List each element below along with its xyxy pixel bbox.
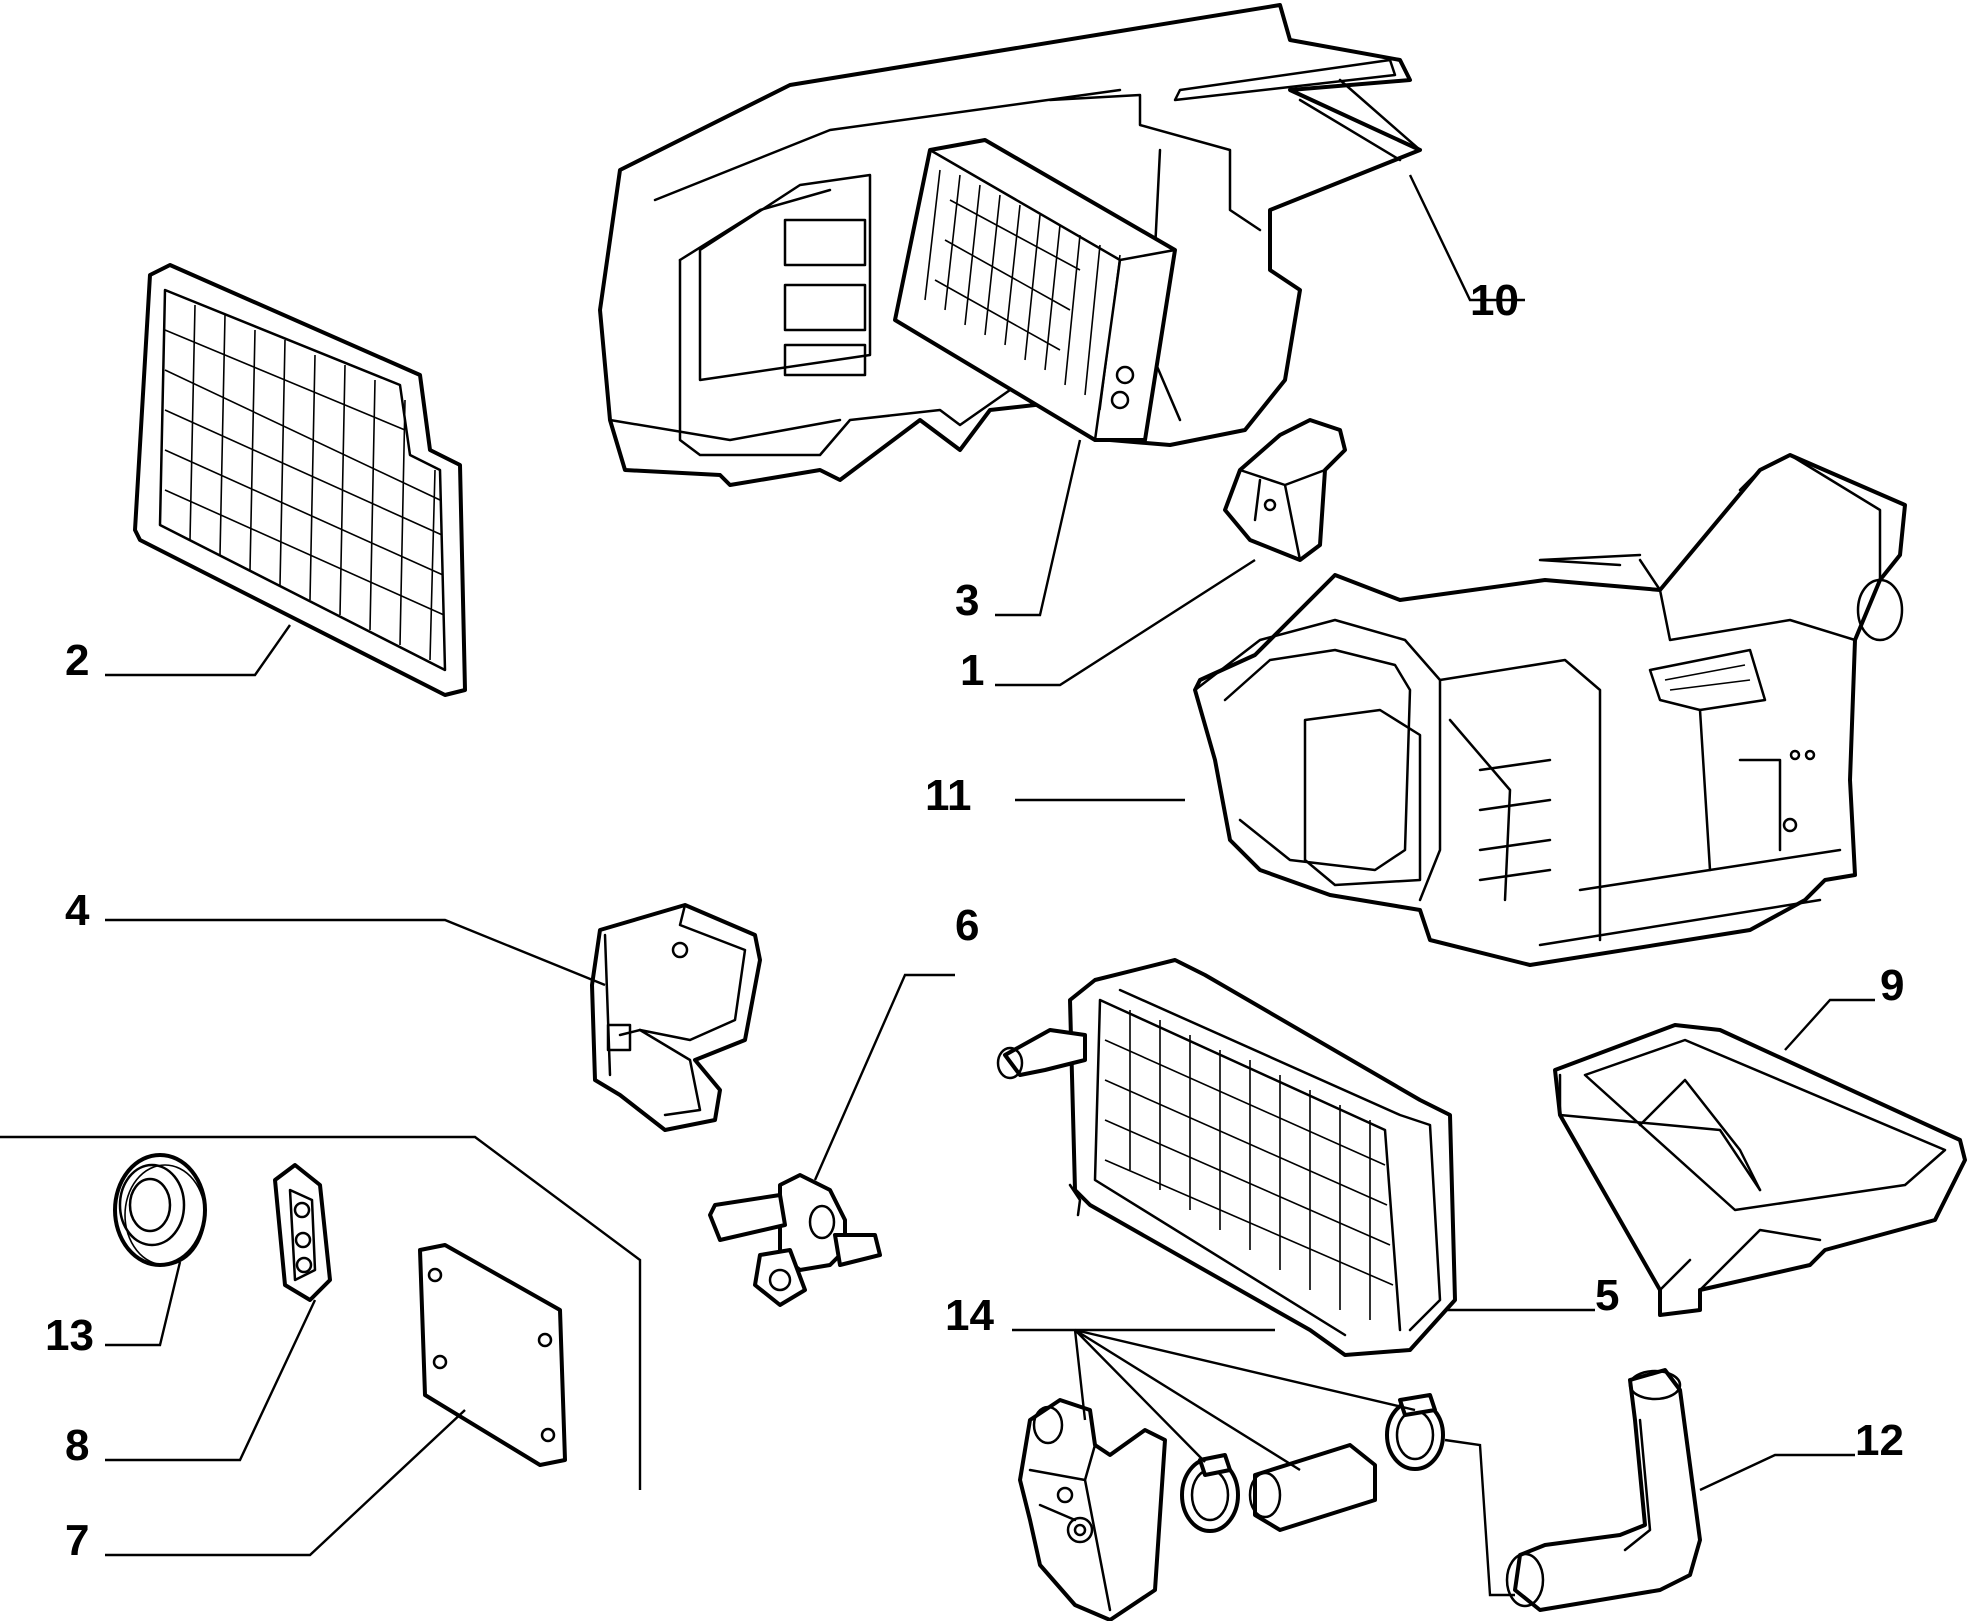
part-13-grommet [113, 1153, 207, 1267]
part-12-elbow-hose [1505, 1368, 1702, 1612]
callout-12: 12 [1855, 1416, 1904, 1465]
leader-lines [105, 174, 1875, 1597]
part-7-plate [418, 1243, 567, 1467]
callout-14: 14 [945, 1291, 994, 1340]
callout-numbers: 10 3 2 1 11 4 6 9 5 14 12 13 8 7 [45, 276, 1904, 1565]
callout-8: 8 [65, 1421, 89, 1470]
callout-11: 11 [925, 771, 972, 820]
callout-2: 2 [65, 636, 89, 685]
part-14-bracket-clamps [1018, 1393, 1445, 1621]
part-11-heater-box [1193, 453, 1907, 967]
callout-6: 6 [955, 901, 979, 950]
part-5-heater-core [996, 958, 1457, 1357]
callout-1: 1 [960, 646, 984, 695]
part-9-drain-tray [1553, 1023, 1967, 1317]
callout-4: 4 [65, 886, 90, 935]
callout-10: 10 [1470, 276, 1519, 325]
part-1-resistor-module [1223, 418, 1347, 562]
part-6-valve [708, 1173, 882, 1307]
callout-9: 9 [1880, 961, 1904, 1010]
part-2-grille-frame [133, 263, 467, 697]
group-separator-line [0, 1135, 642, 1490]
callout-13: 13 [45, 1311, 94, 1360]
part-4-bracket [590, 903, 762, 1132]
callout-5: 5 [1595, 1271, 1619, 1320]
callout-7: 7 [65, 1516, 89, 1565]
part-8-seal [273, 1163, 332, 1302]
part-3-cabin-filter [893, 138, 1177, 442]
callout-3: 3 [955, 576, 979, 625]
